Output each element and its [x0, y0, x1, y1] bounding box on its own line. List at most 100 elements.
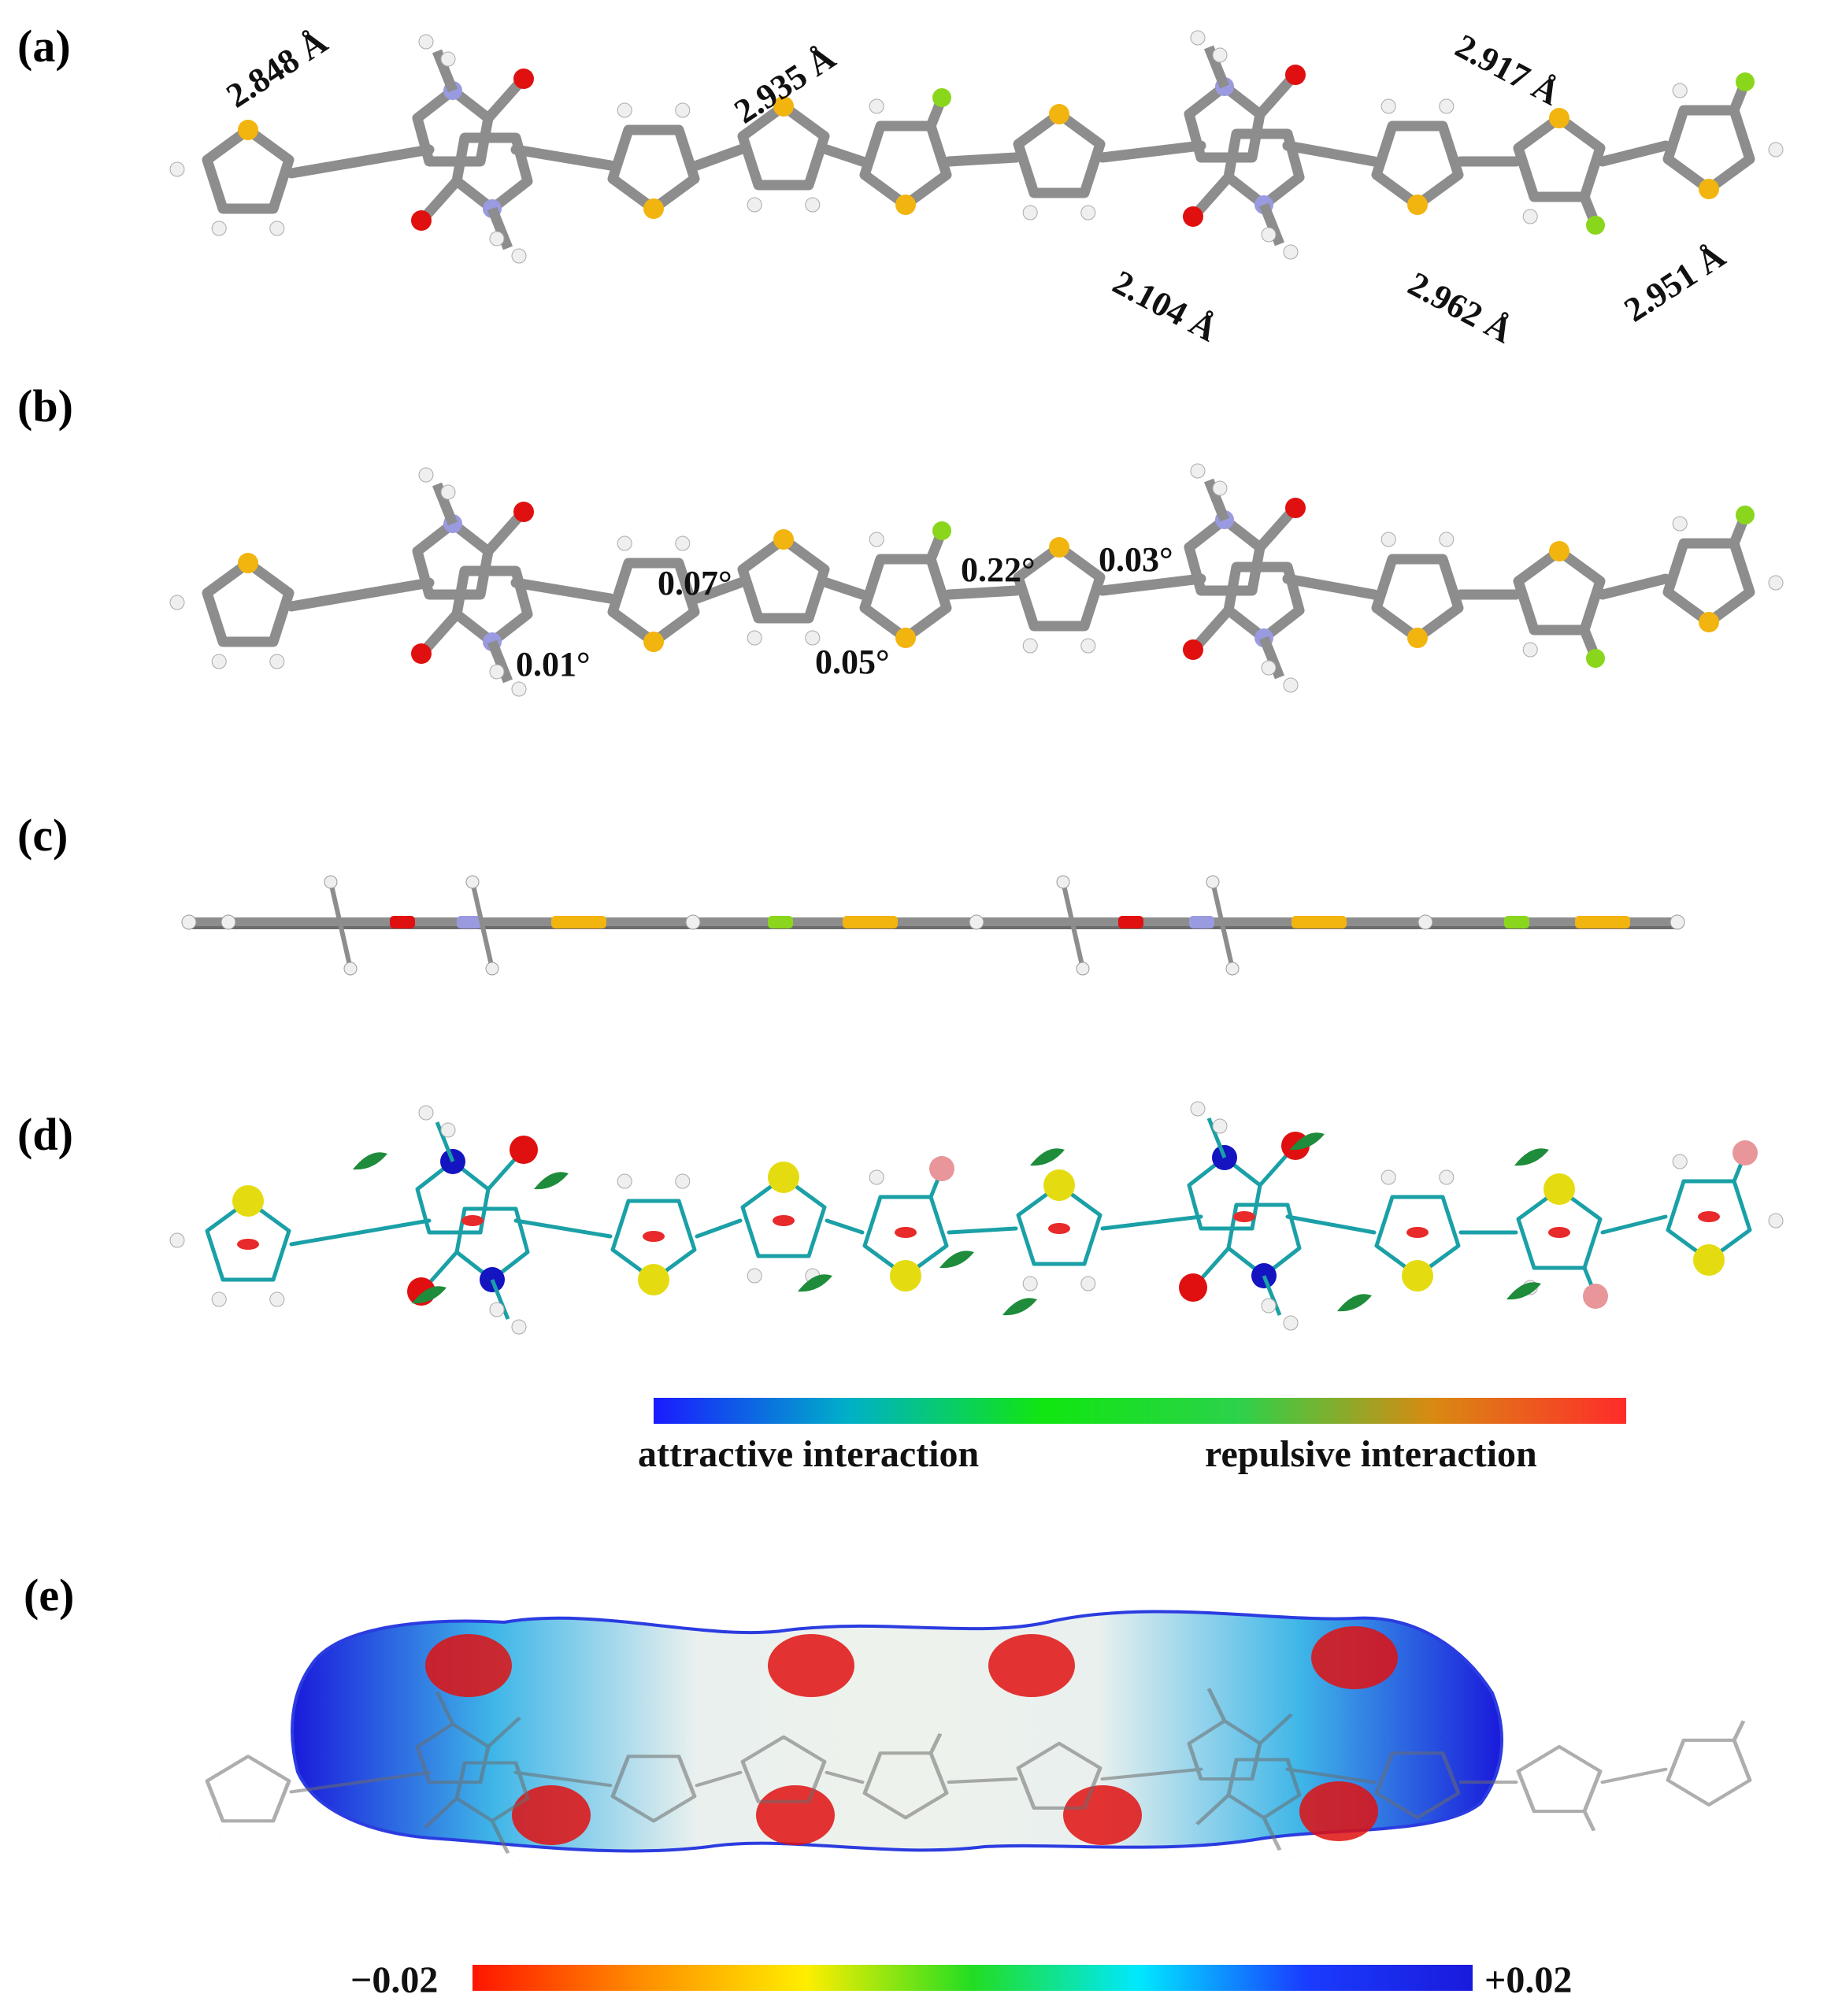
bond [928, 1732, 943, 1754]
nci-repulsive-blob [895, 1227, 917, 1238]
colorbar-esp [472, 1965, 1473, 1991]
bond [1262, 1275, 1282, 1316]
nitrogen-side [1189, 916, 1214, 928]
bond [510, 577, 616, 604]
nci-attractive-blob [1337, 1294, 1372, 1312]
nci-repulsive-blob [1406, 1227, 1429, 1238]
panel-label-a: (a) [17, 20, 71, 72]
bond [1203, 478, 1230, 522]
dpp-ring [1226, 1203, 1302, 1278]
hydrogen-atom [969, 914, 984, 930]
nci-repulsive-blob [237, 1239, 259, 1250]
bond [825, 1770, 865, 1784]
nci-repulsive-blob [773, 1215, 795, 1226]
hydrogen-atom [617, 1173, 632, 1189]
thiophene-ring [1371, 554, 1464, 643]
sulfur-atom [1699, 179, 1719, 199]
hydrogen-atom [1190, 463, 1206, 479]
bond [695, 1218, 743, 1239]
hydrogen-atom [1080, 1276, 1096, 1292]
esp-negative-region [512, 1785, 591, 1845]
thiophene-ring [1516, 1187, 1603, 1270]
bond [1193, 606, 1232, 650]
bond [691, 577, 746, 604]
colorbar-label-repulsive: repulsive interaction [1205, 1433, 1537, 1475]
thiophene-ring [1662, 538, 1755, 628]
hydrogen-atom [211, 654, 227, 669]
hydrogen-atom [343, 962, 358, 976]
bond [943, 585, 1021, 600]
hydrogen-atom [1261, 660, 1277, 676]
hydrogen-atom [747, 197, 762, 213]
hydrogen-atom [1522, 209, 1538, 224]
hydrogen-atom [269, 654, 285, 669]
hydrogen-atom [675, 102, 691, 118]
bond [1256, 75, 1295, 118]
thiophene-ring [1374, 1195, 1461, 1278]
sulfur-atom [1549, 541, 1569, 561]
hydrogen-atom [1380, 532, 1396, 547]
nci-attractive-blob [1030, 1148, 1065, 1166]
fluorine-atom [1586, 216, 1605, 235]
nci-attractive-blob [412, 1286, 447, 1304]
thiophene-ring [1662, 105, 1755, 195]
nci-attractive-blob [939, 1251, 974, 1269]
sulfur-atom [643, 198, 664, 219]
bond [421, 177, 461, 220]
hydrogen-atom [747, 1268, 762, 1284]
bond [487, 206, 513, 250]
dpp-ring [454, 1761, 530, 1823]
oxygen-atom [411, 210, 432, 231]
sulfur-atom [773, 96, 794, 117]
distance-label-4: 2.104 Å [1106, 263, 1223, 350]
hydrogen-atom [489, 664, 505, 680]
hydrogen-atom [685, 914, 701, 930]
hydrogen-atom [440, 51, 456, 67]
bond [490, 1279, 510, 1320]
thiophene-ring [607, 124, 700, 214]
oxygen-atom [411, 643, 432, 664]
bond [510, 144, 616, 171]
hydrogen-atom [489, 1302, 505, 1317]
thiophene-ring [737, 534, 830, 624]
hydrogen-atom [418, 34, 434, 50]
hydrogen-atom [747, 630, 762, 646]
colorbar-max-label: +0.02 [1484, 1959, 1572, 2001]
hydrogen-atom [1022, 1276, 1038, 1292]
molecule-structure-a [169, 30, 1784, 264]
esp-negative-region [988, 1634, 1075, 1697]
sulfur-atom [638, 1264, 669, 1295]
hydrogen-atom [1672, 83, 1688, 98]
methyl-side [1210, 881, 1235, 969]
hydrogen-atom [1768, 142, 1784, 158]
hydrogen-atom [440, 484, 456, 500]
hydrogen-atom [1022, 205, 1038, 220]
esp-negative-region [1299, 1781, 1378, 1841]
dpp-ring [1226, 1758, 1302, 1820]
nci-attractive-blob [798, 1274, 832, 1292]
thiophene-ring [740, 1175, 827, 1258]
thiophene-ring [1516, 1744, 1603, 1814]
thiophene-ring [1016, 1741, 1102, 1810]
hydrogen-atom [1380, 1169, 1396, 1185]
nci-attractive-blob [534, 1172, 569, 1190]
thiophene-ring [862, 1751, 949, 1820]
dihedral-label-3: 0.05° [815, 643, 890, 681]
dpp-ring [451, 132, 533, 214]
bond [943, 152, 1021, 167]
thiophene-ring [1371, 120, 1464, 210]
bond [289, 1770, 432, 1794]
sulfur-atom [1699, 612, 1719, 632]
thiophene-ring [862, 1195, 949, 1278]
sulfur-atom [1049, 104, 1069, 124]
sulfur-atom [1407, 628, 1428, 648]
sulfur-side [1292, 916, 1347, 928]
bond [289, 1218, 432, 1247]
oxygen-atom [1285, 498, 1306, 518]
bond [821, 144, 868, 167]
colorbar-nci [654, 1398, 1626, 1424]
esp-surface [291, 1610, 1503, 1853]
thiophene-ring [1013, 542, 1106, 632]
bond [1262, 1817, 1282, 1851]
bond [487, 639, 513, 684]
